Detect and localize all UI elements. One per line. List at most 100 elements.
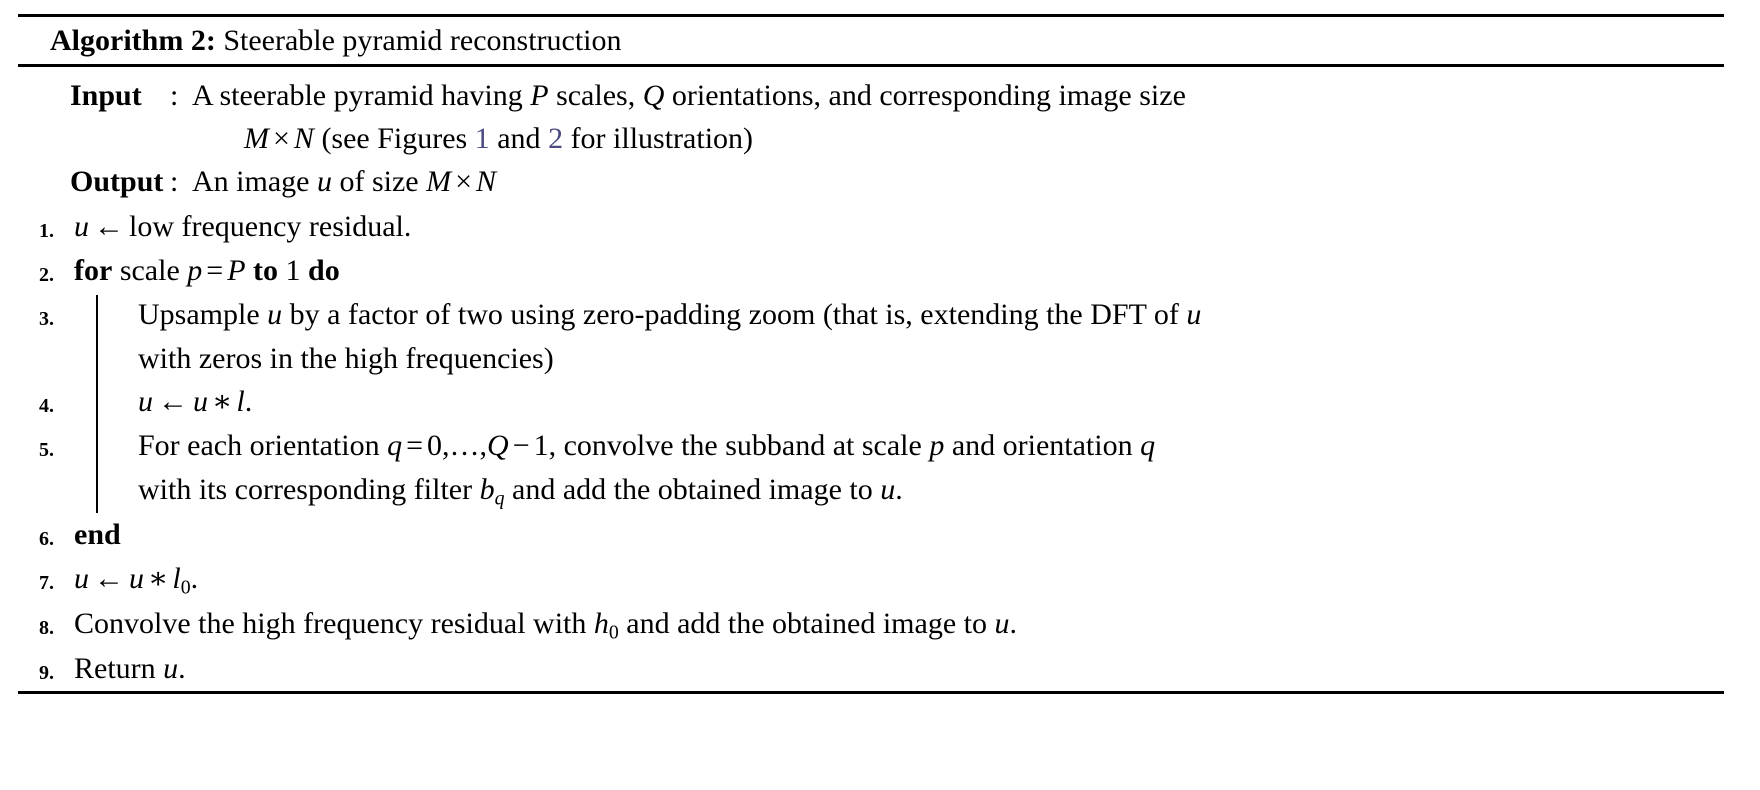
- algorithm-bottom-rule: [18, 691, 1724, 695]
- step-text: For each orientation q=0,…,Q−1, convolve…: [138, 424, 1724, 513]
- var-u: u: [74, 561, 89, 595]
- algorithm-step: 7. u←u∗l0.: [18, 557, 1724, 602]
- input-var-p: P: [530, 79, 549, 113]
- assign-arrow: ←: [94, 561, 124, 595]
- step-5-phrase-a: For each orientation: [138, 429, 388, 463]
- step-number: 6.: [39, 527, 54, 550]
- var-u: u: [267, 298, 283, 332]
- var-p: p: [929, 429, 945, 463]
- input-text-c: orientations, and corresponding image si…: [664, 79, 1186, 113]
- algorithm-step: 4. u←u∗l.: [18, 374, 1724, 432]
- input-text-b: scales,: [548, 79, 643, 113]
- keyword-to: to: [253, 254, 279, 288]
- times-operator: ×: [273, 121, 290, 155]
- algorithm-output-row: Output : An image u of size M×N: [18, 161, 1724, 204]
- input-description: A steerable pyramid having P scales, Q o…: [192, 75, 1724, 160]
- algorithm-io-block: Input : A steerable pyramid having P sca…: [18, 67, 1724, 203]
- step-body: end: [62, 513, 1724, 557]
- step-text: Convolve the high frequency residual wit…: [74, 602, 1724, 647]
- var-l: l: [236, 385, 245, 419]
- algorithm-label: Algorithm 2:: [50, 24, 216, 57]
- step-5-continuation: with its corresponding filter bq and add…: [138, 468, 1724, 513]
- step-text: Return u.: [74, 647, 1724, 691]
- step-3-phrase-b: by a factor of two using zero-padding zo…: [282, 298, 1187, 332]
- algorithm-step: 1. u←low frequency residual.: [18, 205, 1724, 249]
- output-var-u: u: [316, 164, 332, 198]
- step-2-phrase: scale: [112, 254, 188, 288]
- output-colon: :: [170, 164, 179, 198]
- period: .: [190, 561, 199, 595]
- output-var-m: M: [426, 164, 452, 198]
- input-label: Input: [70, 79, 142, 113]
- output-label: Output: [70, 164, 164, 198]
- step-body: Upsample u by a factor of two using zero…: [62, 293, 1724, 389]
- ellipsis: ,…,: [442, 429, 488, 463]
- step-text: Upsample u by a factor of two using zero…: [138, 293, 1724, 380]
- subscript-zero: 0: [608, 621, 619, 644]
- loop-end-value: 1: [285, 254, 301, 288]
- step-number: 5.: [39, 439, 54, 462]
- algorithm-caption: Algorithm 2: Steerable pyramid reconstru…: [18, 17, 1724, 64]
- output-text-b: of size: [331, 164, 427, 198]
- figure-reference-2[interactable]: 2: [548, 121, 564, 155]
- var-q: q: [1140, 429, 1156, 463]
- algorithm-step: 9. Return u.: [18, 647, 1724, 691]
- step-body: u←u∗l0.: [62, 557, 1724, 602]
- step-5-cont-c: and add the obtained image to: [504, 472, 881, 506]
- step-body: u←low frequency residual.: [62, 205, 1724, 249]
- var-h: h: [593, 607, 609, 641]
- step-text: u←low frequency residual.: [74, 205, 1724, 249]
- step-5-cont-a: with its corresponding filter: [138, 472, 480, 506]
- algorithm-step: 8. Convolve the high frequency residual …: [18, 602, 1724, 647]
- keyword-for: for: [74, 254, 113, 288]
- var-u: u: [880, 472, 896, 506]
- step-8-phrase-a: Convolve the high frequency residual wit…: [74, 607, 594, 641]
- input-text-a: A steerable pyramid having: [192, 79, 531, 113]
- step-5-phrase-c: and orientation: [944, 429, 1141, 463]
- input-colon: :: [170, 79, 179, 113]
- input-var-m: M: [244, 121, 269, 155]
- algorithm-input-row: Input : A steerable pyramid having P sca…: [18, 75, 1724, 160]
- step-number: 9.: [39, 662, 54, 685]
- convolution-operator: ∗: [212, 385, 233, 419]
- algorithm-block: Algorithm 2: Steerable pyramid reconstru…: [18, 14, 1724, 695]
- step-3-continuation: with zeros in the high frequencies): [138, 341, 554, 375]
- algorithm-step: 3. Upsample u by a factor of two using z…: [18, 293, 1724, 389]
- assign-arrow: ←: [94, 210, 124, 244]
- var-l: l: [172, 561, 181, 595]
- times-operator: ×: [455, 164, 473, 198]
- step-body: For each orientation q=0,…,Q−1, convolve…: [62, 418, 1724, 513]
- var-u: u: [129, 561, 144, 595]
- output-description: An image u of size M×N: [192, 161, 1724, 204]
- var-p-upper: P: [227, 254, 246, 288]
- step-1-phrase: low frequency residual.: [129, 210, 412, 244]
- step-5-phrase-b: , convolve the subband at scale: [548, 429, 930, 463]
- step-number: 2.: [39, 264, 54, 287]
- figure-reference-1[interactable]: 1: [474, 121, 490, 155]
- algorithm-steps: 1. u←low frequency residual. 2. for scal…: [18, 203, 1724, 691]
- algorithm-title: Steerable pyramid reconstruction: [223, 24, 622, 57]
- step-body: for scale p=P to 1 do: [62, 249, 1724, 293]
- var-u: u: [193, 385, 208, 419]
- minus-operator: −: [512, 429, 530, 463]
- var-u: u: [138, 385, 153, 419]
- input-continuation-line: M×N (see Figures 1 and 2 for illustratio…: [192, 118, 1724, 161]
- keyword-end: end: [74, 517, 121, 551]
- algorithm-top-rule: [18, 14, 1724, 17]
- step-number: 7.: [39, 571, 54, 594]
- step-body: u←u∗l.: [62, 374, 1724, 432]
- equals-operator: =: [406, 429, 424, 463]
- step-number: 4.: [39, 395, 54, 418]
- var-q: q: [387, 429, 403, 463]
- output-var-n: N: [476, 164, 497, 198]
- range-offset: 1: [533, 429, 549, 463]
- period: .: [178, 652, 186, 686]
- convolution-operator: ∗: [148, 561, 169, 595]
- var-q-upper: Q: [487, 429, 509, 463]
- step-number: 8.: [39, 617, 54, 640]
- step-text: u←u∗l.: [138, 380, 1724, 424]
- var-b: b: [479, 472, 495, 506]
- output-text-a: An image: [192, 164, 317, 198]
- var-u: u: [163, 652, 179, 686]
- algorithm-step: 6. end: [18, 513, 1724, 557]
